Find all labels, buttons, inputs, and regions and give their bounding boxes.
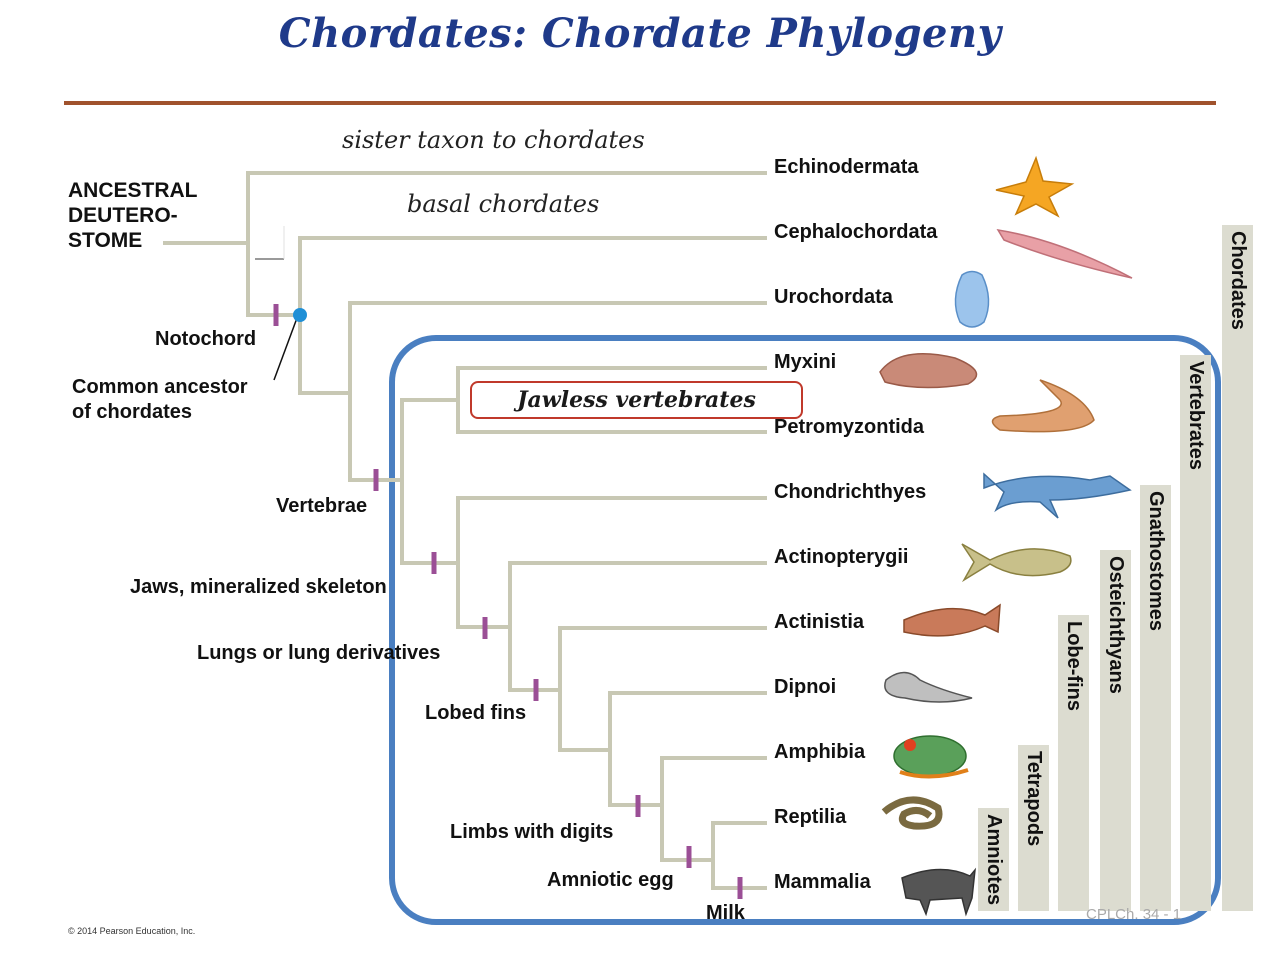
taxon-actinopterygii: Actinopterygii <box>774 546 909 568</box>
lamprey-icon <box>991 379 1095 433</box>
sister-taxon-label: sister taxon to chordates <box>342 126 645 154</box>
ancestor-pointer <box>273 317 298 381</box>
clade-bar-tetrapods: Tetrapods <box>1018 745 1049 911</box>
branch-amphibia <box>660 756 767 862</box>
branch-dipnoi <box>608 691 767 807</box>
shark-icon <box>983 472 1132 519</box>
taxon-cephalochordata: Cephalochordata <box>774 221 938 243</box>
char-common-ancestor-line1: Common ancestor <box>72 376 248 398</box>
tunicate-icon <box>954 270 990 328</box>
clade-bar-lobe-fins: Lobe-fins <box>1058 615 1089 911</box>
jawless-vertebrates-box: Jawless vertebrates <box>470 381 803 419</box>
common-ancestor-node <box>293 308 307 322</box>
taxon-myxini: Myxini <box>774 351 837 373</box>
taxon-reptilia: Reptilia <box>774 806 847 828</box>
clade-bar-osteichthyans: Osteichthyans <box>1100 550 1131 911</box>
clade-bar-chordates: Chordates <box>1222 225 1253 911</box>
char-milk: Milk <box>706 902 745 920</box>
taxon-actinistia: Actinistia <box>774 611 865 633</box>
char-lobed-fins: Lobed fins <box>425 702 527 724</box>
char-jaws: Jaws, mineralized skeleton <box>130 576 387 598</box>
clade-bar-vertebrates: Vertebrates <box>1180 355 1211 911</box>
taxon-dipnoi: Dipnoi <box>774 676 837 698</box>
clade-bar-gnathostomes: Gnathostomes <box>1140 485 1171 911</box>
slide-footer: CPLCh. 34 - 1 <box>1086 906 1182 923</box>
char-amniotic-egg: Amniotic egg <box>547 869 674 891</box>
branch-cephalochordata <box>298 236 767 395</box>
ancestral-deuterostome-label: ANCESTRAL DEUTERO- STOME <box>68 179 198 252</box>
starfish-icon <box>995 155 1075 218</box>
coelacanth-icon <box>903 603 1001 637</box>
snake-icon <box>881 796 943 830</box>
branch-urochordata <box>348 301 767 482</box>
slide-title: Chordates: Chordate Phylogeny <box>278 10 1002 57</box>
taxon-amphibia: Amphibia <box>774 741 866 763</box>
branch-cyclostomes <box>400 398 460 565</box>
taxon-urochordata: Urochordata <box>774 286 893 308</box>
frog-icon <box>893 735 967 777</box>
branch-myxini <box>456 366 767 434</box>
branch-actinopterygii <box>508 561 767 692</box>
char-notochord: Notochord <box>155 328 257 350</box>
taxon-echinodermata: Echinodermata <box>774 156 919 178</box>
wildebeest-icon <box>901 867 977 917</box>
branch-actinistia <box>558 626 767 752</box>
lancelet-icon <box>996 229 1133 279</box>
rayfinned-fish-icon <box>961 543 1072 583</box>
char-common-ancestor-line2: of chordates <box>72 401 193 423</box>
copyright-credit: © 2014 Pearson Education, Inc. <box>68 926 196 936</box>
taxon-petromyzontida: Petromyzontida <box>774 416 925 438</box>
title-divider <box>64 101 1216 105</box>
hagfish-icon <box>879 353 978 389</box>
taxon-mammalia: Mammalia <box>774 871 871 893</box>
lungfish-icon <box>884 671 973 703</box>
branch-echinodermata <box>246 171 767 317</box>
clade-bar-amniotes: Amniotes <box>978 808 1009 911</box>
char-limbs-with-digits: Limbs with digits <box>450 821 614 843</box>
branch-reptilia <box>711 821 767 890</box>
char-lungs: Lungs or lung derivatives <box>197 642 441 664</box>
char-vertebrae: Vertebrae <box>276 495 368 517</box>
taxon-chondrichthyes: Chondrichthyes <box>774 481 927 503</box>
basal-chordates-label: basal chordates <box>407 190 600 218</box>
branch-chondrichthyes <box>456 496 767 629</box>
vertebrates-frame <box>389 335 1221 925</box>
